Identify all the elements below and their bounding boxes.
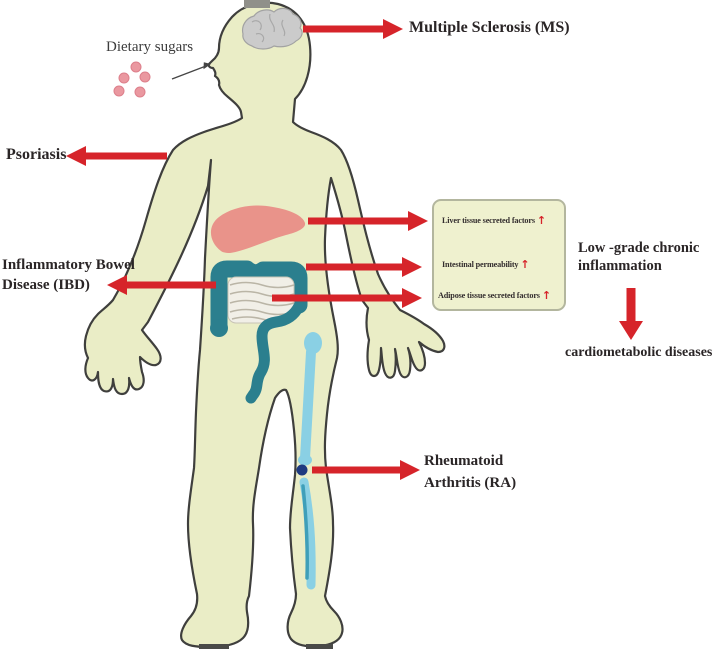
ibd-label-line1: Inflammatory Bowel: [2, 257, 135, 273]
knee-joint-dot: [296, 464, 308, 476]
secreted-factors-box: Liver tissue secreted factors ↑ Intestin…: [432, 199, 566, 311]
ibd-label: Inflammatory Bowel Disease (IBD): [2, 255, 135, 295]
left-foot-sole: [199, 644, 229, 649]
arrow-intestinal-permeability-icon: [306, 257, 422, 277]
arrow-to-ibd-icon: [107, 275, 216, 295]
tibia-bone-icon: [299, 477, 316, 590]
cardiometabolic-diseases-label: cardiometabolic diseases: [565, 345, 713, 360]
sugar-to-mouth-arrow-icon: [171, 62, 211, 80]
arrow-adipose-factors-icon: [272, 288, 422, 308]
head-top-artifact: [244, 0, 270, 8]
brain-icon: [241, 7, 303, 50]
up-arrow-icon: ↑: [536, 214, 546, 227]
multiple-sclerosis-label: Multiple Sclerosis (MS): [409, 19, 570, 36]
chronic-label-line2: inflammation: [578, 257, 662, 274]
factor-row-liver: Liver tissue secreted factors ↑: [442, 214, 546, 227]
large-intestine-icon: [210, 260, 308, 337]
ra-label-line2: Arthritis (RA): [424, 475, 517, 491]
up-arrow-icon: ↑: [541, 289, 551, 302]
dietary-sugars-label: Dietary sugars: [106, 39, 194, 55]
factor-adipose-label: Adipose tissue secreted factors: [438, 291, 540, 300]
factor-liver-label: Liver tissue secreted factors: [442, 216, 535, 225]
arrow-brain-to-ms-icon: [303, 19, 403, 39]
factor-intestinal-label: Intestinal permeability: [442, 260, 519, 269]
arrow-inflammation-down-icon: [619, 288, 643, 340]
factor-row-intestinal: Intestinal permeability ↑: [442, 258, 530, 271]
factor-row-adipose: Adipose tissue secreted factors ↑: [438, 289, 551, 302]
sugar-dots-icon: [113, 61, 151, 98]
intestine-tail-icon: [245, 300, 305, 404]
liver-icon: [210, 205, 306, 253]
up-arrow-icon: ↑: [520, 258, 530, 271]
chronic-label-line1: Low -grade chronic: [578, 240, 700, 256]
arrow-to-psoriasis-icon: [66, 146, 167, 166]
ibd-label-line2: Disease (IBD): [2, 277, 90, 293]
psoriasis-label: Psoriasis: [6, 146, 67, 163]
rheumatoid-arthritis-label: Rheumatoid Arthritis (RA): [424, 450, 516, 494]
arrow-liver-factors-icon: [308, 211, 428, 231]
low-grade-chronic-inflammation-label: Low -grade chronic inflammation: [578, 240, 699, 275]
ra-label-line1: Rheumatoid: [424, 453, 504, 469]
right-foot-sole: [306, 644, 333, 649]
femur-bone-icon: [298, 332, 322, 466]
arrow-knee-to-ra-icon: [312, 460, 420, 480]
